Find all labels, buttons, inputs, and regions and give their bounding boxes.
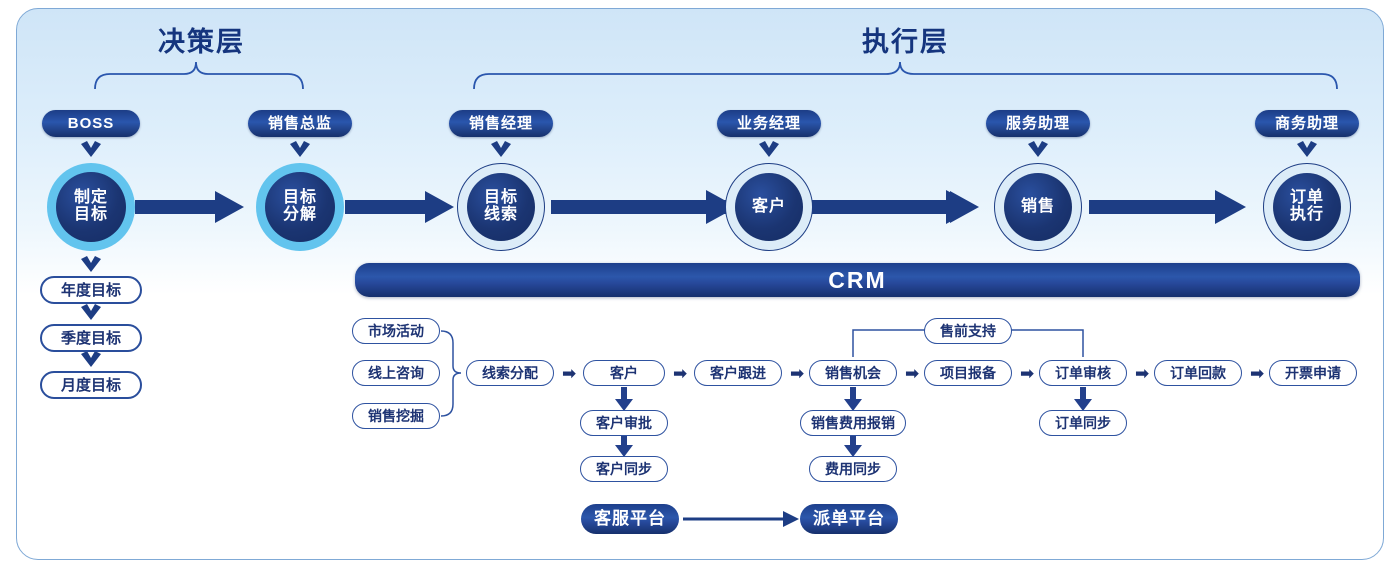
flow-pill-invoice-request[interactable]: 开票申请 bbox=[1269, 360, 1357, 386]
stage-label-line1: 目标 bbox=[483, 189, 518, 207]
flow-pill-project-registration[interactable]: 项目报备 bbox=[924, 360, 1012, 386]
stage-circle-set-goal[interactable]: 制定 目标 bbox=[47, 163, 135, 251]
platform-arrow-head bbox=[783, 511, 799, 527]
role-pill-commerce-assistant[interactable]: 商务助理 bbox=[1255, 110, 1359, 137]
stage-circle-sales[interactable]: 销售 bbox=[994, 163, 1082, 251]
lead-source-online-inquiry[interactable]: 线上咨询 bbox=[352, 360, 440, 386]
stage-core: 客户 bbox=[735, 173, 803, 241]
platform-pill-customer-service[interactable]: 客服平台 bbox=[581, 504, 679, 534]
crm-bar[interactable]: CRM bbox=[355, 263, 1360, 297]
branch-pill-expense-sync[interactable]: 费用同步 bbox=[809, 456, 897, 482]
flow-pill-customer[interactable]: 客户 bbox=[583, 360, 665, 386]
stage-label-line2: 执行 bbox=[1289, 206, 1324, 223]
role-pill-business-manager[interactable]: 业务经理 bbox=[717, 110, 821, 137]
stage-circle-decompose-goal[interactable]: 目标 分解 bbox=[256, 163, 344, 251]
stage-label-line1: 客户 bbox=[751, 197, 786, 215]
flow-arrow-icon-5: ➡ bbox=[1020, 364, 1035, 383]
stage-label-line2: 分解 bbox=[282, 206, 317, 223]
stage-label-line1: 目标 bbox=[282, 189, 317, 207]
stage-label-line1: 销售 bbox=[1020, 197, 1055, 215]
stage-core: 制定 目标 bbox=[56, 172, 126, 242]
flow-pill-order-payment[interactable]: 订单回款 bbox=[1154, 360, 1242, 386]
bracket-presales-left bbox=[852, 329, 926, 357]
branch-pill-sales-expense-claim[interactable]: 销售费用报销 bbox=[800, 410, 906, 436]
role-pill-service-assistant[interactable]: 服务助理 bbox=[986, 110, 1090, 137]
title-decision-layer: 决策层 bbox=[158, 27, 245, 57]
stage-circle-order-exec[interactable]: 订单 执行 bbox=[1263, 163, 1351, 251]
role-pill-boss[interactable]: BOSS bbox=[42, 110, 140, 137]
role-pill-sales-manager[interactable]: 销售经理 bbox=[449, 110, 553, 137]
lead-source-market-campaign[interactable]: 市场活动 bbox=[352, 318, 440, 344]
role-chevrons bbox=[81, 141, 1317, 157]
flow-arrow-icon-6: ➡ bbox=[1135, 364, 1150, 383]
flow-pill-sales-opportunity[interactable]: 销售机会 bbox=[809, 360, 897, 386]
brace-decision-layer bbox=[94, 61, 304, 90]
branch-pill-customer-approval[interactable]: 客户审批 bbox=[580, 410, 668, 436]
goal-pill-annual[interactable]: 年度目标 bbox=[40, 276, 142, 304]
stage-core: 目标 线索 bbox=[467, 173, 535, 241]
platform-pill-dispatch[interactable]: 派单平台 bbox=[800, 504, 898, 534]
brace-execution-layer bbox=[473, 61, 1338, 90]
lead-source-sales-prospecting[interactable]: 销售挖掘 bbox=[352, 403, 440, 429]
goal-pill-monthly[interactable]: 月度目标 bbox=[40, 371, 142, 399]
flow-arrow-icon-7: ➡ bbox=[1250, 364, 1265, 383]
flow-arrow-icon-3: ➡ bbox=[790, 364, 805, 383]
flow-arrow-icon-4: ➡ bbox=[905, 364, 920, 383]
presales-support-pill[interactable]: 售前支持 bbox=[924, 318, 1012, 344]
branch-pill-customer-sync[interactable]: 客户同步 bbox=[580, 456, 668, 482]
stage-label-line1: 制定 bbox=[73, 189, 108, 207]
stage-circle-goal-lead[interactable]: 目标 线索 bbox=[457, 163, 545, 251]
goal-chevrons bbox=[81, 256, 101, 367]
flow-arrow-icon-1: ➡ bbox=[562, 364, 577, 383]
goal-pill-quarterly[interactable]: 季度目标 bbox=[40, 324, 142, 352]
stage-core: 销售 bbox=[1004, 173, 1072, 241]
stage-core: 订单 执行 bbox=[1273, 173, 1341, 241]
brace-lead-sources bbox=[440, 330, 462, 417]
stage-core: 目标 分解 bbox=[265, 172, 335, 242]
title-execution-layer: 执行层 bbox=[862, 27, 949, 57]
flow-pill-customer-followup[interactable]: 客户跟进 bbox=[694, 360, 782, 386]
flow-pill-order-review[interactable]: 订单审核 bbox=[1039, 360, 1127, 386]
stage-circle-customer[interactable]: 客户 bbox=[725, 163, 813, 251]
branch-arrows bbox=[615, 387, 1092, 457]
stage-label-line2: 目标 bbox=[73, 206, 108, 223]
flow-pill-lead-assignment[interactable]: 线索分配 bbox=[466, 360, 554, 386]
branch-pill-order-sync[interactable]: 订单同步 bbox=[1039, 410, 1127, 436]
flow-arrow-icon-2: ➡ bbox=[673, 364, 688, 383]
role-pill-sales-director[interactable]: 销售总监 bbox=[248, 110, 352, 137]
stage-label-line1: 订单 bbox=[1289, 189, 1324, 207]
bracket-presales-right bbox=[1010, 329, 1084, 357]
stage-label-line2: 线索 bbox=[483, 206, 518, 223]
